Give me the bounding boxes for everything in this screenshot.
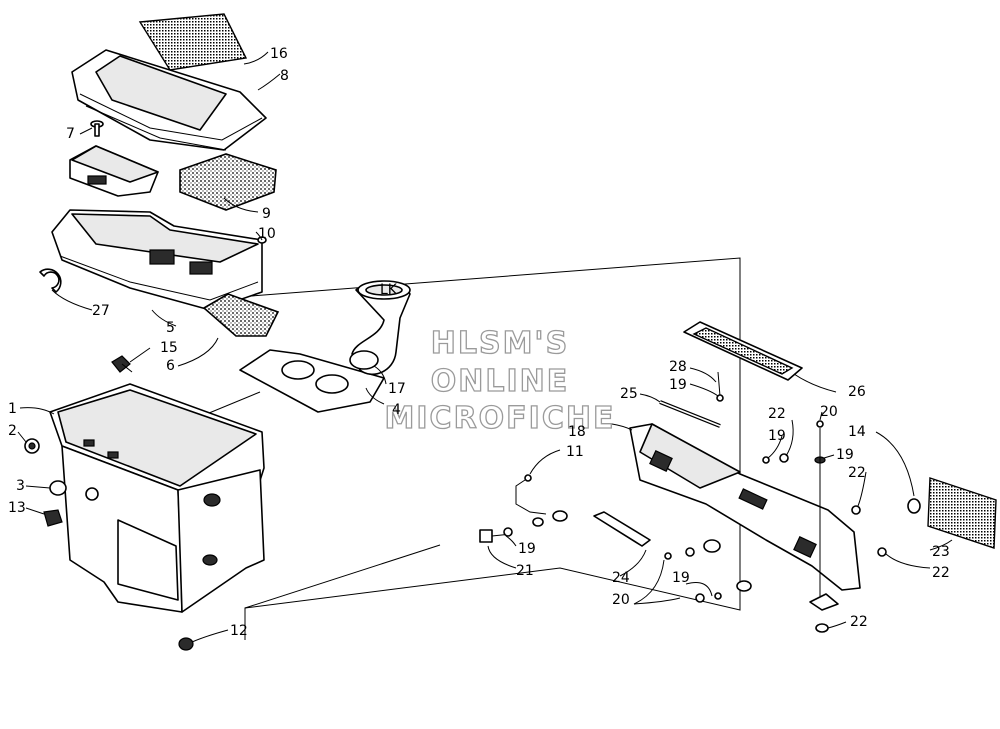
callout-22-a: 22: [768, 406, 786, 422]
callout-14: 14: [848, 424, 866, 440]
part-13-clip: [43, 509, 63, 527]
callout-19-b: 19: [768, 428, 786, 444]
callout-7: 7: [66, 126, 75, 142]
part-6-foam-pad: [202, 293, 280, 337]
part-15-bolt: [111, 355, 133, 373]
callout-21: 21: [516, 563, 534, 579]
part-23-side-screen: [927, 477, 997, 549]
callout-labels: 16 8 7 9 10 27 5 15 6 17 4 1 2 3 13 12 2…: [8, 46, 950, 639]
part-28-bolt: [716, 371, 724, 402]
part-27-clamp: [39, 268, 62, 293]
part-8-airbox-lid: [71, 49, 267, 151]
watermark-line-1: HLSM'S: [431, 326, 569, 361]
part-26-top-screen: [683, 321, 803, 381]
callout-13: 13: [8, 500, 26, 516]
part-16-screen: [138, 13, 248, 71]
callout-19-e: 19: [672, 570, 690, 586]
callout-22-b: 22: [848, 465, 866, 481]
callout-8: 8: [280, 68, 289, 84]
watermark-line-2: ONLINE: [431, 364, 570, 399]
callout-6: 6: [166, 358, 175, 374]
leader-lines: [17, 51, 953, 643]
part-4-plate: [239, 349, 385, 413]
callout-20-b: 20: [612, 592, 630, 608]
right-hardware: [479, 420, 921, 633]
part-25-rod: [659, 400, 721, 428]
callout-22-c: 22: [932, 565, 950, 581]
part-24-strip: [593, 511, 651, 547]
callout-19-c: 19: [836, 447, 854, 463]
callout-19-d: 19: [518, 541, 536, 557]
module-box: [69, 145, 159, 197]
callout-26: 26: [848, 384, 866, 400]
part-17-intake-boot: LK: [349, 280, 411, 376]
callout-23: 23: [932, 544, 950, 560]
callout-9: 9: [262, 206, 271, 222]
callout-10: 10: [258, 226, 276, 242]
callout-3: 3: [16, 478, 25, 494]
part-1-airbox-lower: [49, 383, 265, 613]
part-9-foam-filter: [179, 153, 277, 211]
part-18-air-channel: [629, 423, 861, 591]
part-5-tray: [51, 209, 263, 311]
callout-12: 12: [230, 623, 248, 639]
callout-24: 24: [612, 570, 630, 586]
part-3-plug: [49, 480, 67, 496]
part-11-wire: [515, 474, 547, 515]
callout-11: 11: [566, 444, 584, 460]
callout-15: 15: [160, 340, 178, 356]
callout-1: 1: [8, 401, 17, 417]
callout-19-a: 19: [669, 377, 687, 393]
callout-25: 25: [620, 386, 638, 402]
callout-22-d: 22: [850, 614, 868, 630]
callout-16: 16: [270, 46, 288, 62]
callout-28: 28: [669, 359, 687, 375]
callout-2: 2: [8, 423, 17, 439]
callout-5: 5: [166, 320, 175, 336]
part-12-grommet: [178, 637, 194, 651]
callout-20-a: 20: [820, 404, 838, 420]
part-2-grommet: [24, 438, 40, 454]
part-7-screw: [90, 120, 104, 137]
watermark-line-3: MICROFICHE: [385, 401, 616, 436]
callout-27: 27: [92, 303, 110, 319]
callout-4: 4: [392, 402, 401, 418]
intake-tube-mark: LK: [380, 282, 398, 298]
callout-17: 17: [388, 381, 406, 397]
watermark: HLSM'S ONLINE MICROFICHE: [384, 325, 616, 436]
callout-18: 18: [568, 424, 586, 440]
